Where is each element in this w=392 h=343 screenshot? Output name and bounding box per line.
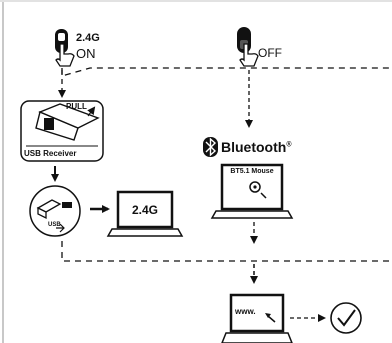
receiver-caption: USB Receiver	[24, 149, 77, 158]
usb-insert-illustration	[29, 185, 81, 237]
usb-port-label: USB	[48, 222, 61, 228]
switch-on-mode-label: 2.4G	[76, 32, 100, 44]
switch-on-state-label: ON	[76, 46, 96, 61]
top-dashed-line	[61, 67, 392, 77]
bluetooth-icon	[203, 137, 218, 157]
switch-off-icon	[237, 27, 259, 67]
top-frame-line	[0, 0, 392, 2]
laptop-bluetooth	[210, 163, 294, 219]
laptop-bt-screen-text: BT5.1 Mouse	[230, 168, 274, 175]
registered-mark: ®	[286, 141, 292, 149]
usb-symbol-icon	[56, 223, 65, 233]
laptop-web	[221, 293, 293, 343]
bottom-dashed-line	[61, 241, 392, 262]
usb-receiver-illustration	[20, 100, 104, 162]
laptop-web-screen-text: www.	[235, 307, 256, 316]
hand-press-icon	[55, 43, 75, 67]
receiver-pull-label: PULL	[66, 102, 87, 111]
bluetooth-text: Bluetooth	[221, 139, 287, 155]
checkmark-icon	[330, 302, 362, 334]
bluetooth-label: Bluetooth®	[221, 139, 292, 155]
switch-on-icon	[55, 29, 75, 67]
hand-press-icon	[239, 43, 259, 67]
laptop-24g-screen-text: 2.4G	[131, 203, 158, 217]
laptop-24g	[106, 190, 184, 237]
left-frame-line	[2, 0, 4, 343]
switch-off-state-label: OFF	[258, 46, 282, 60]
